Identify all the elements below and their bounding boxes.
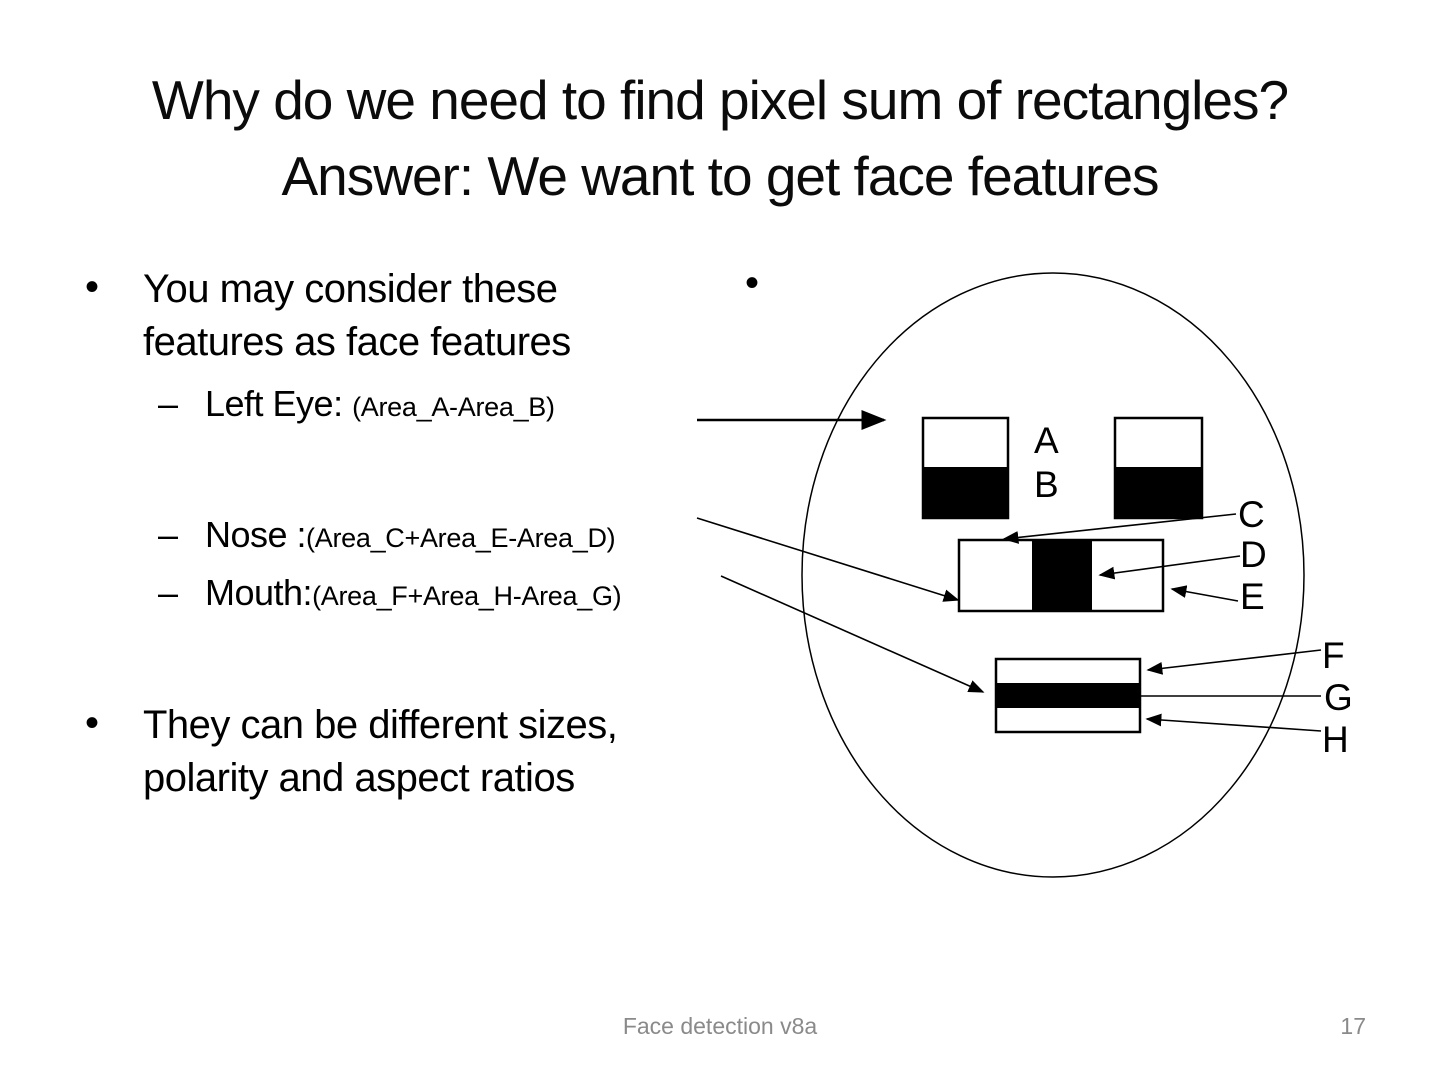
nose-feature bbox=[957, 538, 1165, 613]
sub-bullet-mouth: Mouth:(Area_F+Area_H-Area_G) bbox=[205, 572, 622, 613]
bullet-marker-2: • bbox=[85, 701, 100, 745]
bullet2-line1: They can be different sizes, bbox=[143, 703, 618, 747]
bullet1-line1: You may consider these bbox=[143, 267, 558, 311]
mouth-arrow bbox=[720, 575, 985, 693]
label-g: G bbox=[1324, 677, 1353, 718]
sub-bullet-left-eye-label: Left Eye: bbox=[205, 383, 353, 424]
sub-bullet-dash-1: – bbox=[158, 383, 179, 424]
slide-title-line-1: Why do we need to find pixel sum of rect… bbox=[151, 69, 1289, 131]
label-d-arrow bbox=[1098, 555, 1241, 580]
left-eye-feature bbox=[921, 416, 1010, 520]
sub-bullet-left-eye: Left Eye: (Area_A-Area_B) bbox=[205, 385, 555, 423]
label-c-arrow bbox=[1002, 513, 1237, 544]
right-eye-feature bbox=[1113, 416, 1204, 520]
sub-bullet-nose: Nose :(Area_C+Area_E-Area_D) bbox=[205, 514, 616, 555]
label-e-arrow bbox=[1170, 585, 1239, 602]
label-e: E bbox=[1240, 576, 1265, 617]
label-h: H bbox=[1322, 719, 1349, 760]
label-c: C bbox=[1238, 494, 1265, 535]
label-f-arrow bbox=[1146, 649, 1322, 675]
sub-bullet-nose-formula: (Area_C+Area_E-Area_D) bbox=[306, 523, 616, 553]
sub-bullet-mouth-label: Mouth: bbox=[205, 572, 313, 613]
label-d: D bbox=[1240, 534, 1267, 575]
sub-bullet-mouth-formula: (Area_F+Area_H-Area_G) bbox=[312, 581, 622, 611]
bullet2-line2: polarity and aspect ratios bbox=[143, 756, 575, 800]
face-ellipse bbox=[801, 272, 1305, 878]
sub-bullet-nose-label: Nose : bbox=[205, 514, 307, 555]
bullet-marker-1: • bbox=[85, 265, 100, 309]
sub-bullet-dash-2: – bbox=[158, 514, 179, 555]
sub-bullet-dash-3: – bbox=[158, 572, 179, 613]
page-number: 17 bbox=[1340, 1013, 1366, 1039]
nose-arrow bbox=[696, 517, 960, 602]
label-h-arrow bbox=[1145, 713, 1322, 732]
right-placeholder-bullet: • bbox=[745, 261, 760, 305]
bullet1-line2: features as face features bbox=[143, 320, 571, 364]
footer-title: Face detection v8a bbox=[622, 1013, 818, 1039]
mouth-feature bbox=[994, 657, 1142, 734]
label-b: B bbox=[1034, 464, 1059, 505]
label-a: A bbox=[1034, 420, 1059, 461]
sub-bullet-left-eye-formula: (Area_A-Area_B) bbox=[352, 392, 555, 422]
label-f: F bbox=[1322, 635, 1345, 676]
slide-title-line-2: Answer: We want to get face features bbox=[281, 145, 1159, 207]
